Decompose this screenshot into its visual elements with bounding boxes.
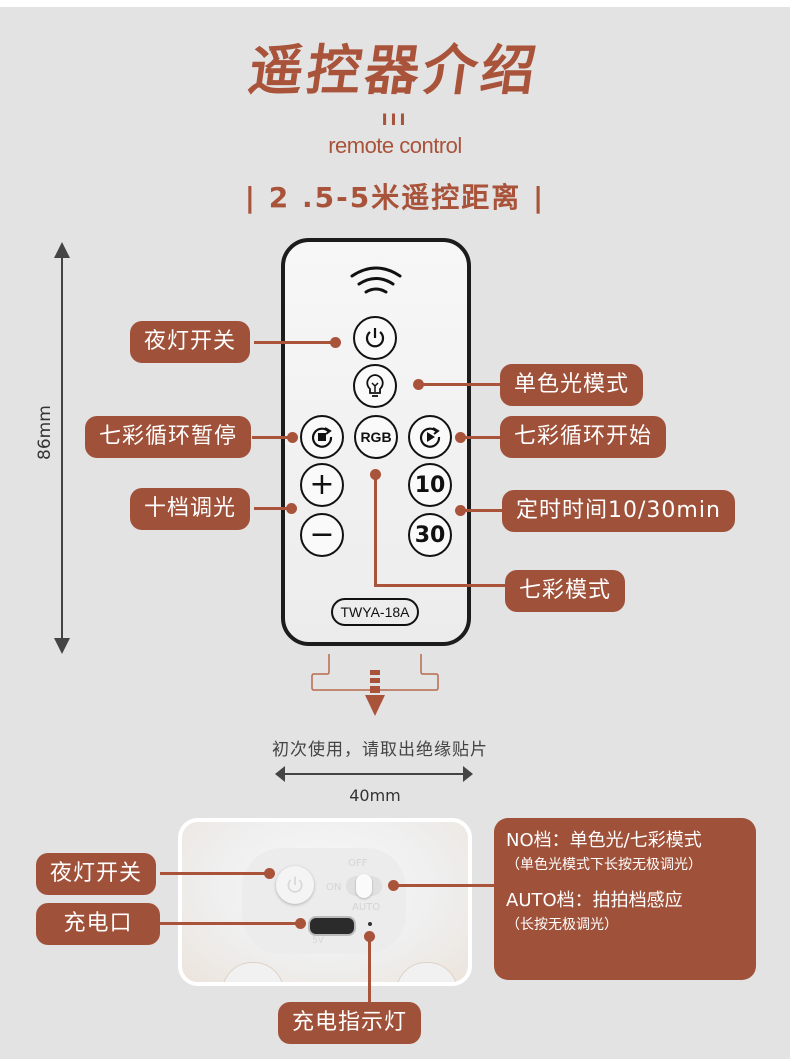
timer-10-label: 10 bbox=[414, 472, 446, 498]
no-mode-text: NO档：单色光/七彩模式 bbox=[506, 830, 702, 851]
switch-auto-label: AUTO bbox=[352, 902, 381, 913]
dimension-line bbox=[61, 256, 63, 640]
connector-dot bbox=[264, 868, 275, 879]
height-dimension bbox=[54, 242, 70, 654]
power-icon bbox=[287, 876, 303, 893]
connector-line bbox=[254, 507, 290, 510]
timer-30-button[interactable]: 30 bbox=[408, 513, 452, 557]
connector-line bbox=[160, 872, 270, 875]
connector-line bbox=[460, 509, 504, 512]
port-voltage-label: 5V bbox=[312, 936, 324, 946]
insulation-note: 初次使用，请取出绝缘贴片 bbox=[272, 740, 488, 760]
brightness-down-button[interactable]: − bbox=[300, 513, 344, 557]
connector-line bbox=[252, 436, 292, 439]
arrow-down-icon bbox=[54, 638, 70, 654]
connector-dot bbox=[286, 503, 297, 514]
timer-30-label: 30 bbox=[414, 522, 446, 548]
label-device-night-light-switch: 夜灯开关 bbox=[36, 853, 157, 895]
auto-mode-text: AUTO档：拍拍档感应 bbox=[506, 890, 683, 911]
arrow-up-icon bbox=[54, 242, 70, 258]
label-cycle-play: 七彩循环开始 bbox=[500, 416, 667, 458]
cycle-play-button[interactable] bbox=[408, 415, 452, 459]
label-charging-port: 充电口 bbox=[36, 903, 160, 945]
indicator-led bbox=[368, 922, 372, 926]
label-night-light-switch: 夜灯开关 bbox=[130, 321, 251, 363]
label-rgb-mode: 七彩模式 bbox=[505, 570, 626, 612]
brightness-up-button[interactable]: + bbox=[300, 463, 344, 507]
connector-line bbox=[368, 936, 371, 1004]
connector-line bbox=[418, 383, 502, 386]
power-icon bbox=[365, 328, 385, 348]
device-power-button bbox=[276, 866, 314, 904]
cycle-stop-icon bbox=[311, 427, 333, 448]
auto-mode-subtext: （长按无极调光） bbox=[506, 917, 618, 933]
connector-line bbox=[394, 884, 494, 887]
label-mono-light-mode: 单色光模式 bbox=[500, 364, 644, 406]
minus-icon: − bbox=[309, 517, 335, 552]
no-mode-subtext: （单色光模式下长按无极调光） bbox=[506, 857, 702, 873]
label-timer: 定时时间10/30min bbox=[502, 490, 735, 532]
switch-off-label: OFF bbox=[348, 858, 368, 869]
timer-10-button[interactable]: 10 bbox=[408, 463, 452, 507]
cycle-pause-button[interactable] bbox=[300, 415, 344, 459]
rgb-button-label: RGB bbox=[360, 429, 392, 445]
connector-dot bbox=[330, 337, 341, 348]
width-dimension bbox=[275, 766, 473, 782]
range-label: | 2 .5-5米遥控距离 | bbox=[244, 181, 546, 214]
device-foot-left bbox=[222, 962, 284, 982]
page-subtitle: remote control bbox=[328, 133, 462, 158]
connector-line bbox=[374, 584, 508, 587]
device-foot-right bbox=[396, 962, 458, 982]
model-badge: TWYA-18A bbox=[331, 598, 419, 626]
cycle-play-icon bbox=[419, 427, 441, 448]
arrow-left-icon bbox=[275, 766, 285, 782]
height-label: 86mm bbox=[35, 405, 55, 460]
title-divider: III bbox=[381, 110, 409, 129]
signal-icon bbox=[350, 266, 402, 294]
connector-line bbox=[374, 474, 377, 586]
connector-dot bbox=[295, 918, 306, 929]
power-button[interactable] bbox=[353, 316, 397, 360]
connector-line bbox=[254, 341, 334, 344]
label-cycle-pause: 七彩循环暂停 bbox=[85, 416, 252, 458]
insulation-tab-icon bbox=[311, 654, 439, 716]
rgb-button[interactable]: RGB bbox=[354, 415, 398, 459]
connector-dot bbox=[287, 432, 298, 443]
switch-on-label: ON bbox=[326, 882, 342, 893]
page-title: 遥控器介绍 bbox=[244, 39, 544, 102]
connector-line bbox=[160, 922, 300, 925]
arrow-right-icon bbox=[463, 766, 473, 782]
connector-line bbox=[460, 436, 502, 439]
connector-dot bbox=[388, 880, 399, 891]
mode-switch bbox=[346, 874, 382, 898]
device-photo: OFF ON AUTO 5V bbox=[178, 818, 472, 986]
dimension-line bbox=[283, 773, 465, 775]
width-label: 40mm bbox=[349, 786, 401, 805]
mono-light-button[interactable] bbox=[353, 364, 397, 408]
plus-icon: + bbox=[309, 467, 335, 502]
label-charging-indicator: 充电指示灯 bbox=[278, 1002, 422, 1044]
switch-mode-info: NO档：单色光/七彩模式 （单色光模式下长按无极调光） AUTO档：拍拍档感应 … bbox=[494, 818, 756, 980]
switch-knob bbox=[356, 874, 372, 898]
bulb-icon bbox=[366, 374, 384, 397]
label-dimming: 十档调光 bbox=[130, 488, 251, 530]
usb-c-port bbox=[308, 916, 356, 936]
control-plate bbox=[242, 848, 406, 954]
